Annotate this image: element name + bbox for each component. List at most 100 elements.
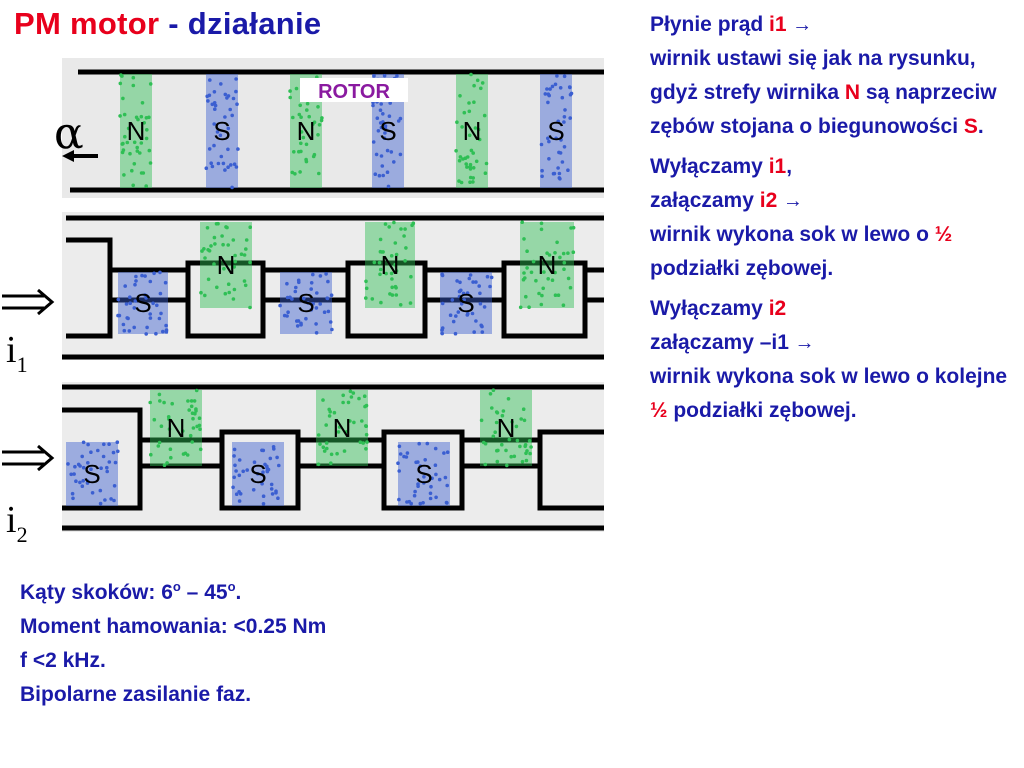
rotor-pole-1-speckle: [142, 121, 146, 125]
stator2-s-pole-1-speckle: [81, 479, 85, 483]
stator1-s-pole-1-speckle: [140, 273, 144, 278]
rotor-pole-4-speckle: [379, 154, 384, 158]
stator1-n-pole-2-speckle: [364, 279, 368, 284]
rotor-pole-3-speckle: [312, 120, 317, 124]
stator2-n-pole-2-speckle: [344, 430, 349, 434]
rotor-pole-2-speckle: [221, 161, 226, 166]
rotor-pole-5-speckle: [471, 166, 476, 170]
stator1-s-pole-2-speckle: [293, 289, 298, 294]
rotor-pole-1-speckle: [125, 140, 130, 145]
stator1-s-pole-1-speckle: [121, 322, 126, 327]
rotor-pole-6-speckle: [540, 174, 544, 179]
stator2-n-pole-3-speckle: [490, 406, 494, 410]
rotor-pole-1-speckle: [131, 83, 136, 88]
stator1-s-pole-2-speckle: [306, 301, 310, 305]
stator1-s-pole-3-speckle: [468, 273, 473, 277]
stator2-n-pole-3-speckle: [491, 388, 496, 393]
rotor-pole-6-speckle: [568, 116, 572, 120]
rotor-pole-1-speckle: [135, 145, 139, 150]
stator1-n-pole-1-speckle: [199, 290, 203, 295]
stator1-n-pole-2-speckle: [390, 293, 395, 297]
stator1-n-pole-3-speckle: [531, 259, 536, 264]
rotor-pole-5-speckle: [458, 94, 462, 98]
stator2-n-pole-1-speckle: [198, 447, 203, 452]
stator1-n-pole-2-speckle: [389, 271, 394, 276]
stator2-s-pole-1-speckle: [80, 454, 84, 459]
rotor-pole-5-speckle: [461, 157, 465, 161]
stator1-n-pole-3-speckle: [525, 249, 529, 253]
stator2-n-pole-2-speckle: [348, 389, 353, 394]
stator1-n-pole-1-speckle: [226, 243, 230, 247]
stator2-n-pole-1-speckle: [194, 409, 198, 413]
stator1-n-pole-2-speckle: [370, 297, 375, 301]
stator2-n-pole-3-speckle: [524, 451, 528, 456]
rotor-pole-4-speckle: [382, 136, 387, 140]
rotor-pole-3-speckle: [294, 86, 299, 91]
rotor-pole-1-speckle: [139, 171, 144, 175]
stator2-n-pole-3-speckle: [529, 445, 533, 449]
stator1-n-pole-2-speckle: [392, 220, 396, 225]
rotor-pole-5-speckle: [484, 161, 489, 166]
stator1-n-pole-2-speckle: [394, 252, 399, 257]
rotor-pole-1-speckle: [118, 81, 123, 86]
rotor-pole-4-speckle: [379, 125, 384, 130]
stator1-n-pole-3-speckle: [540, 293, 544, 298]
stator2-n-pole-3-speckle: [488, 392, 493, 396]
rotor-pole-3-speckle: [291, 115, 295, 120]
rotor-pole-2-speckle: [205, 94, 209, 99]
stator1-s-pole-1-speckle: [122, 328, 127, 333]
rotor-pole-2-letter: S: [213, 116, 230, 146]
stator1-s-pole-2-speckle: [309, 308, 314, 312]
stator2-n-pole-3-speckle: [527, 439, 532, 443]
stator1-s-pole-2-speckle: [296, 278, 301, 283]
stator2-s-pole-2-speckle: [245, 468, 249, 472]
explanation-step-1: Płynie prąd i1 →wirnik ustawi się jak na…: [650, 13, 997, 138]
rotor-pole-3-speckle: [316, 105, 320, 109]
rotor-pole-6-speckle: [546, 92, 551, 96]
stator1-s-pole-2-speckle: [282, 313, 287, 318]
stator2-n-pole-2-speckle: [329, 461, 333, 466]
stator1-s-pole-2-speckle: [330, 327, 334, 332]
rotor-pole-4-speckle: [374, 152, 379, 157]
stator2-s-pole-1-speckle: [80, 484, 85, 489]
stator2-n-pole-3-letter: N: [497, 413, 516, 443]
rotor-pole-2-speckle: [212, 143, 216, 148]
stator2-s-pole-1-speckle: [111, 450, 116, 455]
stator2-n-pole-3-speckle: [479, 418, 484, 423]
stator1-n-pole-3-speckle: [550, 278, 555, 283]
stator2-n-pole-3-speckle: [481, 440, 486, 445]
rotor-pole-5-speckle: [473, 126, 478, 130]
stator1-s-pole-1-speckle: [144, 296, 148, 300]
stator1-s-pole-3-zone: [440, 272, 492, 334]
stator2-n-pole-2-speckle: [357, 396, 361, 401]
stator2-s-pole-1-speckle: [69, 472, 73, 477]
rotor-pole-4-speckle: [383, 126, 388, 131]
stator1-n-pole-2-speckle: [403, 227, 407, 231]
stator2-n-pole-1-speckle: [190, 411, 195, 416]
rotor-pole-3-speckle: [288, 89, 292, 93]
stator2-n-pole-1-speckle: [195, 424, 199, 429]
stator1-s-pole-3-speckle: [440, 273, 445, 278]
rotor-pole-1-speckle: [139, 141, 144, 145]
stator2-s-pole-3-speckle: [416, 482, 420, 486]
stator2-s-pole-3-speckle: [428, 491, 433, 496]
stator2-s-pole-3-speckle: [396, 461, 400, 466]
stator2-s-pole-3-speckle: [409, 501, 414, 506]
stator2-n-pole-1-speckle: [162, 463, 167, 468]
rotor-pole-4-speckle: [386, 184, 391, 189]
stator1-s-pole-1-speckle: [155, 303, 159, 308]
stator2-s-pole-3-speckle: [402, 454, 406, 459]
rotor-pole-2-speckle: [226, 94, 231, 98]
stator2-s-pole-1-speckle: [99, 466, 103, 471]
stator1-n-pole-1-speckle: [223, 291, 228, 296]
stator1-n-pole-2-speckle: [402, 234, 406, 238]
rotor-pole-2-speckle: [231, 96, 236, 101]
stator1-s-pole-1-speckle: [124, 302, 129, 306]
stator1-n-pole-3-speckle: [553, 270, 557, 275]
rotor-pole-1-speckle: [144, 184, 148, 188]
stator1-s-pole-1-speckle: [158, 291, 163, 296]
rotor-pole-1-speckle: [131, 183, 135, 188]
stator1-s-pole-3-speckle: [455, 279, 459, 283]
stator1-lower-profile: [66, 267, 604, 339]
rotor-pole-2-speckle: [234, 165, 239, 169]
